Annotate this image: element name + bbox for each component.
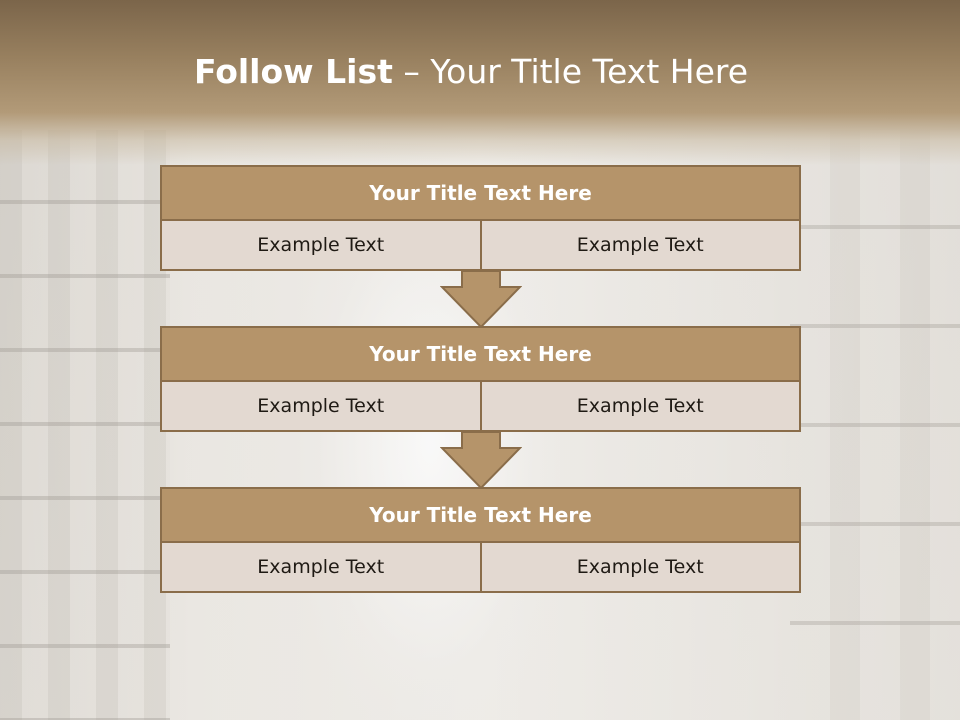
cell-left: Example Text [162,543,480,591]
block-title: Your Title Text Here [160,326,801,382]
block-title: Your Title Text Here [160,487,801,543]
slide-title: Follow List – Your Title Text Here [0,52,942,91]
list-block-3: Your Title Text Here Example Text Exampl… [160,487,801,593]
cell-right: Example Text [479,382,799,430]
down-arrow-icon [440,432,522,490]
block-cells: Example Text Example Text [160,543,801,593]
block-cells: Example Text Example Text [160,221,801,271]
down-arrow-icon [440,271,522,329]
left-shelving [0,130,170,720]
list-block-1: Your Title Text Here Example Text Exampl… [160,165,801,271]
list-block-2: Your Title Text Here Example Text Exampl… [160,326,801,432]
cell-right: Example Text [479,543,799,591]
block-title: Your Title Text Here [160,165,801,221]
block-cells: Example Text Example Text [160,382,801,432]
title-rest: – Your Title Text Here [392,52,749,91]
header-band [0,0,960,165]
cell-left: Example Text [162,382,480,430]
cell-left: Example Text [162,221,480,269]
title-bold: Follow List [193,52,393,91]
right-shelving [790,130,960,720]
cell-right: Example Text [479,221,799,269]
